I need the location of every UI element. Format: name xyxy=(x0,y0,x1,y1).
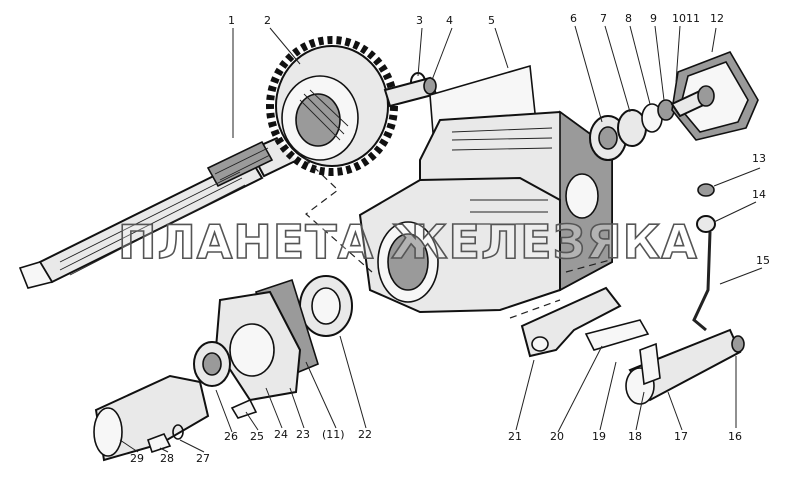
label-3: 3 xyxy=(416,14,423,27)
housing xyxy=(358,64,613,314)
label-1: 1 xyxy=(228,14,235,27)
lever-rod xyxy=(692,183,716,332)
label-24: 24 xyxy=(274,428,288,441)
part-labels: 1 2 3 4 5 6 7 8 9 10 11 12 13 14 15 16 1… xyxy=(130,12,770,465)
label-28: 28 xyxy=(160,452,174,465)
assembly-lines xyxy=(295,149,611,319)
label-16: 16 xyxy=(728,430,742,443)
label-29: 29 xyxy=(130,452,144,465)
cover-with-gasket xyxy=(670,51,759,141)
label-27: 27 xyxy=(196,452,210,465)
label-9: 9 xyxy=(650,12,657,25)
label-6: 6 xyxy=(570,12,577,25)
label-7: 7 xyxy=(600,12,607,25)
label-4: 4 xyxy=(446,14,453,27)
splined-shaft xyxy=(18,126,316,289)
label-12: 12 xyxy=(710,12,724,25)
label-20: 20 xyxy=(550,430,564,443)
label-25: 25 xyxy=(250,430,264,443)
label-21: 21 xyxy=(508,430,522,443)
label-11b: (11) xyxy=(322,428,345,441)
label-19: 19 xyxy=(592,430,606,443)
shift-lever xyxy=(625,328,745,405)
label-26: 26 xyxy=(224,430,238,443)
label-17: 17 xyxy=(674,430,688,443)
label-13: 13 xyxy=(752,152,766,165)
front-assembly xyxy=(93,275,353,462)
label-23: 23 xyxy=(296,428,310,441)
label-22: 22 xyxy=(358,428,372,441)
label-14: 14 xyxy=(752,188,766,201)
label-2: 2 xyxy=(264,14,271,27)
label-10: 10 xyxy=(672,12,686,25)
bearing-group xyxy=(589,99,675,161)
ring-and-pin xyxy=(383,72,438,108)
interlock-plates xyxy=(520,286,650,358)
label-18: 18 xyxy=(628,430,642,443)
leader-lines xyxy=(119,25,763,453)
watermark-text: ПЛАНЕТА ЖЕЛЕЗЯКА xyxy=(118,215,698,269)
label-8: 8 xyxy=(625,12,632,25)
label-15: 15 xyxy=(756,254,770,267)
label-5: 5 xyxy=(488,14,495,27)
label-11: 11 xyxy=(686,12,700,25)
gear xyxy=(266,36,398,176)
